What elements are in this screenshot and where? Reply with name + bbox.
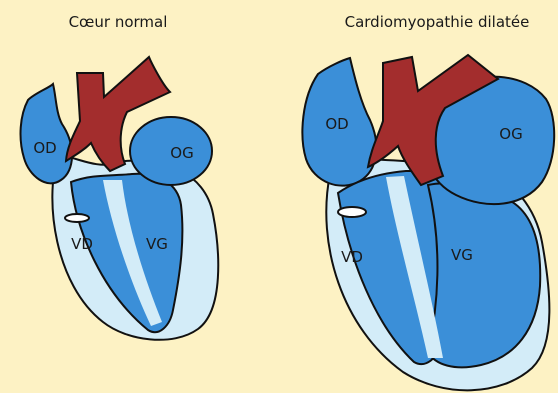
normal-vg-label: VG: [146, 235, 168, 253]
dilated-vd-label: VD: [341, 248, 363, 266]
dilated-od-label: OD: [325, 115, 348, 133]
dilated-valve-ring: [338, 207, 366, 217]
normal-od-label: OD: [33, 139, 56, 157]
dilated-og-label: OG: [499, 125, 522, 143]
dilated-heart-title: Cardiomyopathie dilatée: [345, 13, 530, 31]
normal-og-label: OG: [170, 144, 193, 162]
normal-valve-ring: [65, 214, 89, 222]
normal-heart-title: Cœur normal: [69, 13, 168, 31]
normal-vd-label: VD: [71, 235, 93, 253]
dilated-vg-label: VG: [451, 246, 473, 264]
